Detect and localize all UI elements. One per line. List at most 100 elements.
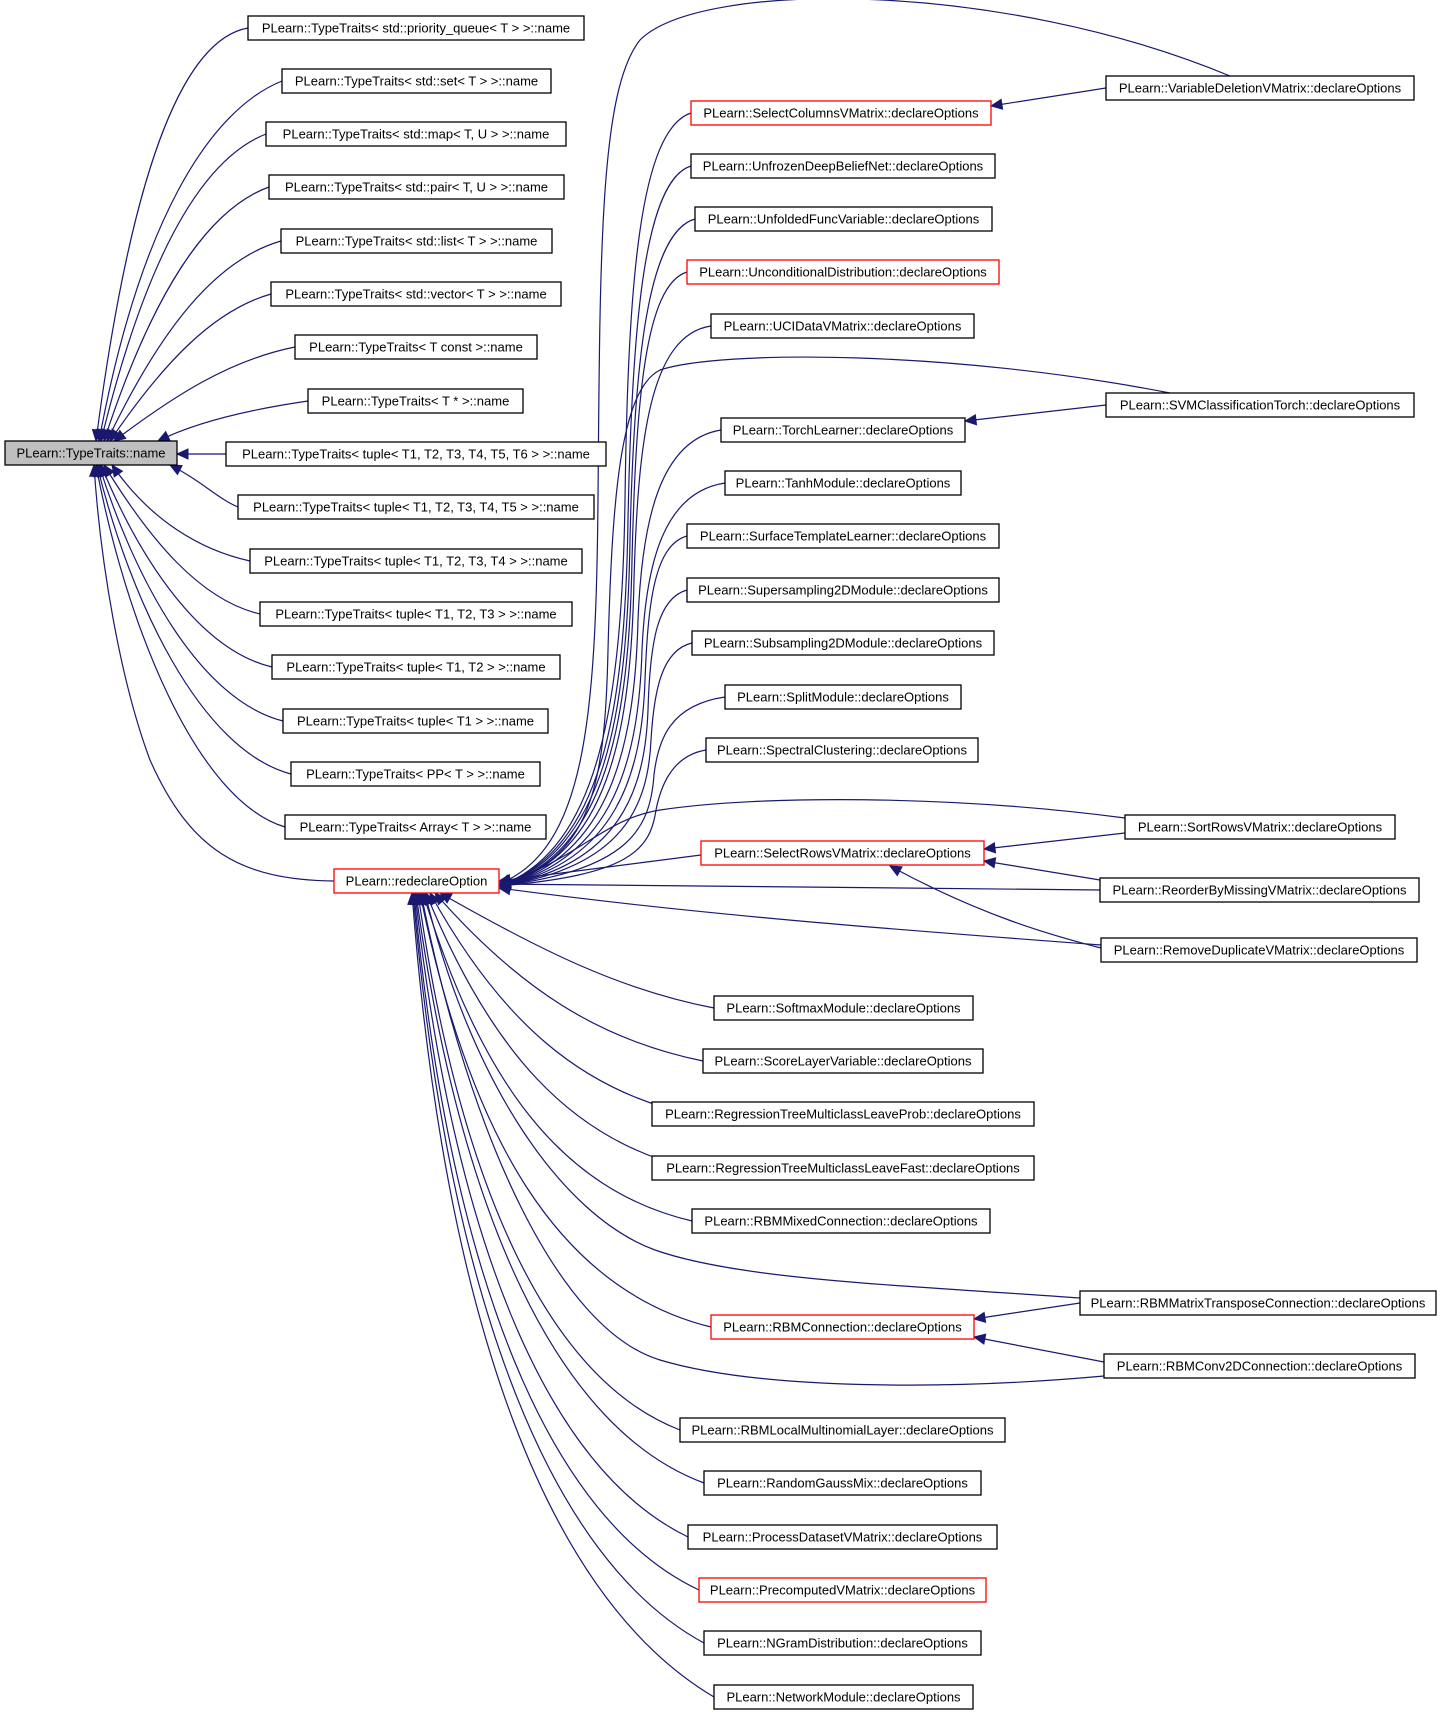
node-box[interactable] (259, 601, 573, 627)
node-tt_list[interactable]: PLearn::TypeTraits< std::list< T > >::na… (280, 228, 553, 254)
node-box[interactable] (702, 1048, 984, 1074)
node-box[interactable] (686, 577, 1000, 603)
node-unfrozen[interactable]: PLearn::UnfrozenDeepBeliefNet::declareOp… (690, 153, 996, 179)
node-tt_tuple5[interactable]: PLearn::TypeTraits< tuple< T1, T2, T3, T… (237, 494, 595, 520)
node-box[interactable] (249, 548, 583, 574)
node-procdata[interactable]: PLearn::ProcessDatasetVMatrix::declareOp… (687, 1524, 998, 1550)
node-tt_set[interactable]: PLearn::TypeTraits< std::set< T > >::nam… (281, 68, 552, 94)
node-box[interactable] (651, 1155, 1035, 1181)
node-tt_tuple4[interactable]: PLearn::TypeTraits< tuple< T1, T2, T3, T… (249, 548, 583, 574)
node-rbmlocal[interactable]: PLearn::RBMLocalMultinomialLayer::declar… (679, 1417, 1006, 1443)
node-box[interactable] (691, 1208, 991, 1234)
node-vardel[interactable]: PLearn::VariableDeletionVMatrix::declare… (1105, 75, 1415, 101)
node-box[interactable] (713, 1684, 974, 1710)
node-rbmmixed[interactable]: PLearn::RBMMixedConnection::declareOptio… (691, 1208, 991, 1234)
node-tt_pair[interactable]: PLearn::TypeTraits< std::pair< T, U > >:… (268, 174, 565, 200)
node-removedup[interactable]: PLearn::RemoveDuplicateVMatrix::declareO… (1100, 937, 1418, 963)
node-torch[interactable]: PLearn::TorchLearner::declareOptions (720, 417, 966, 443)
node-box[interactable] (1124, 814, 1396, 840)
node-reorder[interactable]: PLearn::ReorderByMissingVMatrix::declare… (1099, 877, 1420, 903)
node-root[interactable]: PLearn::TypeTraits::name (4, 440, 178, 466)
node-box[interactable] (703, 1630, 982, 1656)
node-box[interactable] (225, 441, 607, 467)
node-tt_vector[interactable]: PLearn::TypeTraits< std::vector< T > >::… (270, 281, 562, 307)
node-tanh[interactable]: PLearn::TanhModule::declareOptions (724, 470, 962, 496)
node-box[interactable] (690, 100, 992, 126)
node-box[interactable] (713, 995, 974, 1021)
node-box[interactable] (1079, 1290, 1437, 1316)
node-rtfast[interactable]: PLearn::RegressionTreeMulticlassLeaveFas… (651, 1155, 1035, 1181)
node-box[interactable] (691, 630, 995, 656)
node-tt_tptr[interactable]: PLearn::TypeTraits< T * >::name (307, 388, 524, 414)
node-box[interactable] (710, 313, 975, 339)
node-box[interactable] (700, 840, 985, 866)
node-selrows[interactable]: PLearn::SelectRowsVMatrix::declareOption… (700, 840, 985, 866)
node-unfolded[interactable]: PLearn::UnfoldedFuncVariable::declareOpt… (694, 206, 993, 232)
node-tt_tuple6[interactable]: PLearn::TypeTraits< tuple< T1, T2, T3, T… (225, 441, 607, 467)
node-rbmconv[interactable]: PLearn::RBMConv2DConnection::declareOpti… (1103, 1353, 1416, 1379)
node-rbmtrans[interactable]: PLearn::RBMMatrixTransposeConnection::de… (1079, 1290, 1437, 1316)
node-box[interactable] (270, 281, 562, 307)
node-box[interactable] (265, 121, 567, 147)
node-box[interactable] (333, 868, 500, 894)
node-split[interactable]: PLearn::SplitModule::declareOptions (724, 684, 962, 710)
node-box[interactable] (284, 814, 547, 840)
node-box[interactable] (690, 153, 996, 179)
node-uci[interactable]: PLearn::UCIDataVMatrix::declareOptions (710, 313, 975, 339)
node-box[interactable] (724, 470, 962, 496)
node-box[interactable] (686, 259, 1000, 285)
node-scorelayer[interactable]: PLearn::ScoreLayerVariable::declareOptio… (702, 1048, 984, 1074)
node-tt_tuple1[interactable]: PLearn::TypeTraits< tuple< T1 > >::name (282, 708, 549, 734)
node-box[interactable] (710, 1314, 975, 1340)
node-tt_tuple3[interactable]: PLearn::TypeTraits< tuple< T1, T2, T3 > … (259, 601, 573, 627)
node-rbmconn[interactable]: PLearn::RBMConnection::declareOptions (710, 1314, 975, 1340)
node-box[interactable] (724, 684, 962, 710)
node-network[interactable]: PLearn::NetworkModule::declareOptions (713, 1684, 974, 1710)
node-box[interactable] (1100, 937, 1418, 963)
node-box[interactable] (4, 440, 178, 466)
node-supersamp[interactable]: PLearn::Supersampling2DModule::declareOp… (686, 577, 1000, 603)
node-softmax[interactable]: PLearn::SoftmaxModule::declareOptions (713, 995, 974, 1021)
node-box[interactable] (651, 1101, 1035, 1127)
node-box[interactable] (247, 15, 585, 41)
node-uncond[interactable]: PLearn::UnconditionalDistribution::decla… (686, 259, 1000, 285)
node-svmtorch[interactable]: PLearn::SVMClassificationTorch::declareO… (1105, 392, 1415, 418)
node-tt_array[interactable]: PLearn::TypeTraits< Array< T > >::name (284, 814, 547, 840)
node-tt_tuple2[interactable]: PLearn::TypeTraits< tuple< T1, T2 > >::n… (271, 654, 561, 680)
node-precomp[interactable]: PLearn::PrecomputedVMatrix::declareOptio… (698, 1577, 987, 1603)
node-rtprob[interactable]: PLearn::RegressionTreeMulticlassLeavePro… (651, 1101, 1035, 1127)
node-selcols[interactable]: PLearn::SelectColumnsVMatrix::declareOpt… (690, 100, 992, 126)
node-redeclare[interactable]: PLearn::redeclareOption (333, 868, 500, 894)
node-box[interactable] (720, 417, 966, 443)
node-box[interactable] (1103, 1353, 1416, 1379)
node-tt_map[interactable]: PLearn::TypeTraits< std::map< T, U > >::… (265, 121, 567, 147)
node-sortrows[interactable]: PLearn::SortRowsVMatrix::declareOptions (1124, 814, 1396, 840)
node-box[interactable] (1105, 392, 1415, 418)
node-tt_pq[interactable]: PLearn::TypeTraits< std::priority_queue<… (247, 15, 585, 41)
node-box[interactable] (705, 737, 979, 763)
node-box[interactable] (237, 494, 595, 520)
node-box[interactable] (268, 174, 565, 200)
node-surface[interactable]: PLearn::SurfaceTemplateLearner::declareO… (686, 523, 1000, 549)
node-ngram[interactable]: PLearn::NGramDistribution::declareOption… (703, 1630, 982, 1656)
node-box[interactable] (687, 1524, 998, 1550)
node-box[interactable] (282, 708, 549, 734)
node-box[interactable] (280, 228, 553, 254)
node-box[interactable] (694, 206, 993, 232)
node-box[interactable] (679, 1417, 1006, 1443)
node-spectral[interactable]: PLearn::SpectralClustering::declareOptio… (705, 737, 979, 763)
node-box[interactable] (1105, 75, 1415, 101)
node-box[interactable] (698, 1577, 987, 1603)
node-box[interactable] (290, 761, 541, 787)
node-randgauss[interactable]: PLearn::RandomGaussMix::declareOptions (703, 1470, 982, 1496)
node-box[interactable] (281, 68, 552, 94)
node-box[interactable] (271, 654, 561, 680)
node-box[interactable] (686, 523, 1000, 549)
node-box[interactable] (1099, 877, 1420, 903)
node-box[interactable] (294, 334, 538, 360)
node-subsamp[interactable]: PLearn::Subsampling2DModule::declareOpti… (691, 630, 995, 656)
node-tt_tconst[interactable]: PLearn::TypeTraits< T const >::name (294, 334, 538, 360)
node-box[interactable] (703, 1470, 982, 1496)
node-box[interactable] (307, 388, 524, 414)
node-tt_pp[interactable]: PLearn::TypeTraits< PP< T > >::name (290, 761, 541, 787)
